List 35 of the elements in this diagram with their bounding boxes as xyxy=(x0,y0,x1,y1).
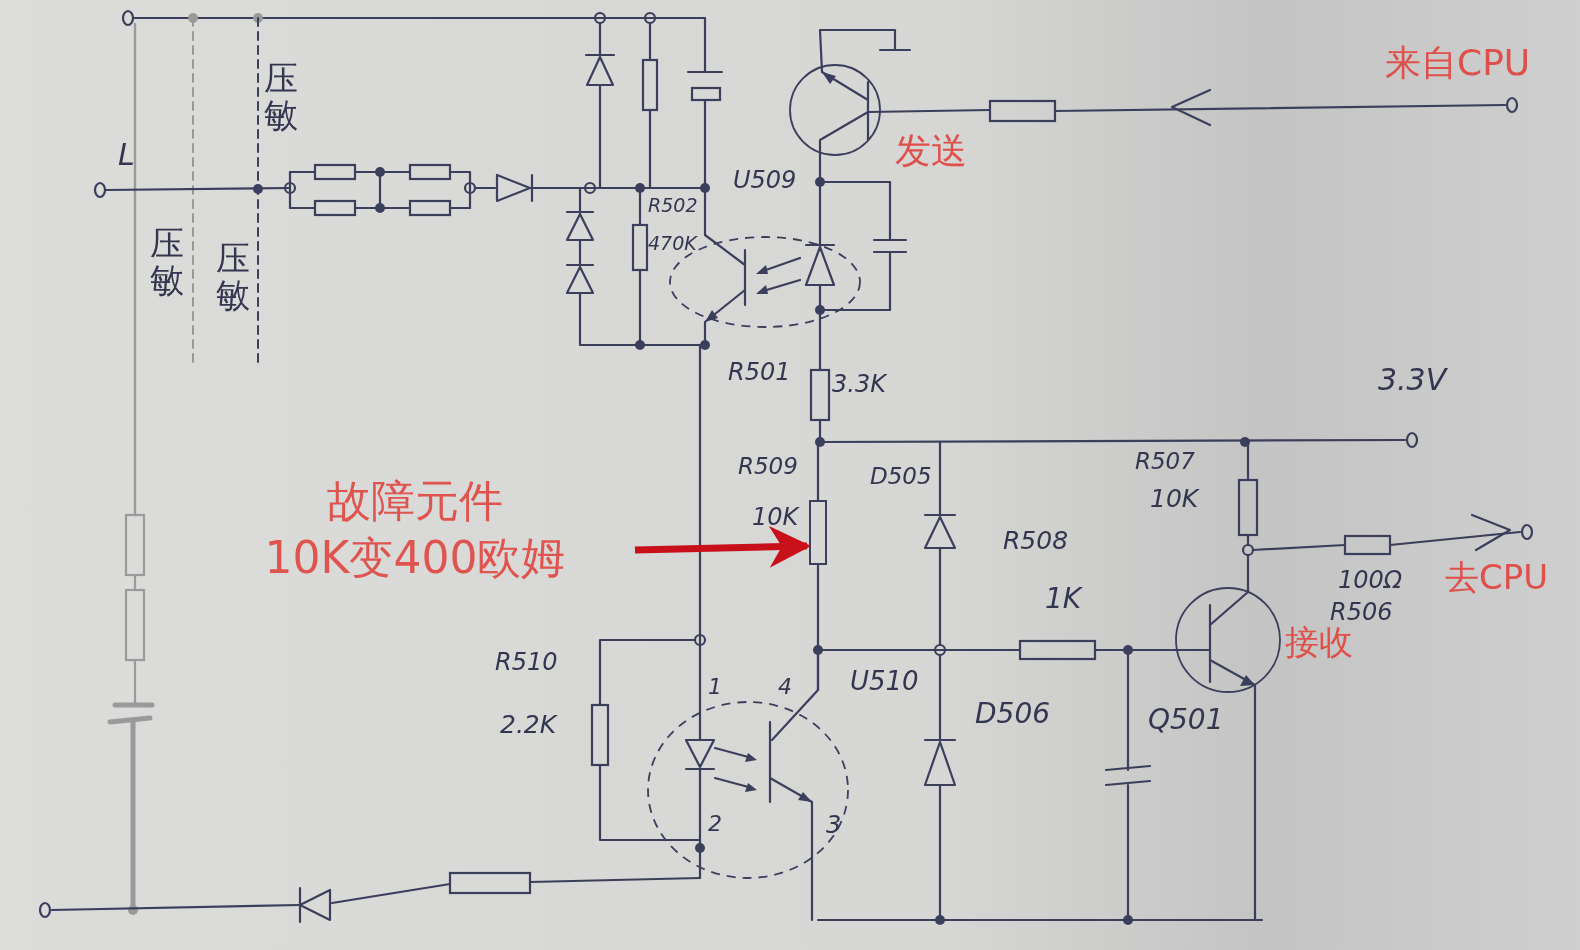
component-label: 1K xyxy=(1045,585,1082,613)
component-label: D506 xyxy=(975,700,1050,728)
component-label: 3.3K xyxy=(832,372,886,396)
varistor-label: 压敏 xyxy=(150,225,185,300)
component-label: 3.3V xyxy=(1378,365,1447,395)
component-label: R508 xyxy=(1003,528,1069,553)
arrow xyxy=(634,525,812,568)
component-label: R506 xyxy=(1330,600,1393,624)
component-label: 3 xyxy=(826,813,842,837)
component-label: R501 xyxy=(728,360,791,384)
varistor-label: 压敏 xyxy=(264,60,299,135)
component-label: U510 xyxy=(850,668,919,694)
signal-label: 发送 xyxy=(895,133,967,169)
component-label: Q501 xyxy=(1148,706,1224,734)
component-label: R502 xyxy=(648,196,698,215)
component-label: 10K xyxy=(1150,486,1199,511)
signal-label: 去CPU xyxy=(1445,560,1549,594)
annotation-text: 故障元件10K变400欧姆 xyxy=(225,472,605,587)
component-label: R510 xyxy=(495,650,558,674)
component-label: U509 xyxy=(733,168,797,192)
component-label: 1 xyxy=(708,676,722,698)
component-label: 100Ω xyxy=(1338,568,1403,592)
component-label: 2 xyxy=(708,813,722,835)
component-label: 2.2K xyxy=(500,712,557,737)
component-label: 4 xyxy=(778,676,792,698)
component-label: R507 xyxy=(1135,450,1195,473)
signal-label: 接收 xyxy=(1285,625,1353,659)
varistor-label: 压敏 xyxy=(216,240,251,315)
component-label: 10K xyxy=(752,505,799,529)
component-label: 470K xyxy=(648,234,697,253)
signal-label: 来自CPU xyxy=(1385,45,1531,81)
resistor-symbol xyxy=(809,500,827,565)
component-label: D505 xyxy=(870,465,932,488)
component-label: R509 xyxy=(738,455,798,478)
component-label: L xyxy=(118,140,135,170)
